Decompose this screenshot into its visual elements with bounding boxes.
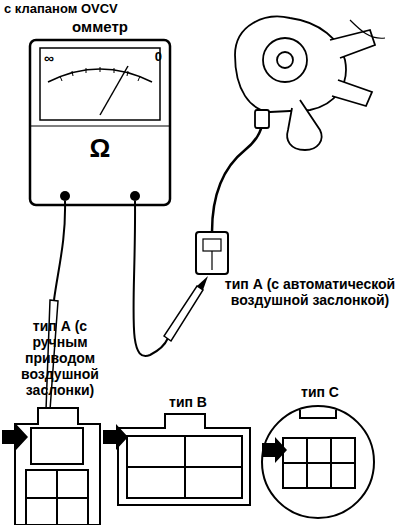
connector-face-type-b — [118, 414, 250, 505]
harness-wire — [212, 125, 262, 232]
scale-mark: ∞ — [44, 50, 64, 66]
connector-divider — [211, 251, 212, 270]
connector-caption: тип А (с автоматической воздушной заслон… — [222, 276, 398, 308]
ohm-symbol: Ω — [28, 134, 172, 164]
terminal-jack — [60, 191, 70, 201]
pointer-arrow — [262, 437, 287, 463]
connector-caption: тип С — [290, 384, 350, 400]
probe — [164, 286, 203, 341]
connector-plug — [196, 232, 228, 274]
pointer-arrow — [103, 424, 128, 450]
ohmmeter: омметр ∞ 0Ω — [28, 18, 172, 208]
test-lead — [133, 201, 168, 356]
meter-face — [40, 48, 160, 120]
connector-face-type-c — [262, 406, 374, 518]
pointer-arrow — [2, 424, 28, 450]
panel-divider — [30, 125, 170, 126]
probe-tip — [197, 276, 208, 290]
connector-caption: тип А (с ручным приводом воздушной засло… — [4, 318, 116, 398]
connector-caption: тип В — [158, 394, 218, 410]
terminal-jack — [130, 191, 140, 201]
scale-ticks — [60, 67, 140, 81]
ovcv-assembly — [235, 17, 375, 150]
test-lead — [54, 201, 65, 300]
connector-latch — [203, 239, 221, 251]
meter-needle — [100, 66, 128, 115]
scale-mark: 0 — [142, 50, 162, 65]
diagram-title: с клапаном OVCV — [4, 2, 118, 17]
ohmmeter-housing — [30, 40, 170, 205]
meter-name: омметр — [28, 18, 172, 35]
outline-stroke — [350, 20, 385, 38]
connector-face-type-a — [15, 408, 100, 525]
